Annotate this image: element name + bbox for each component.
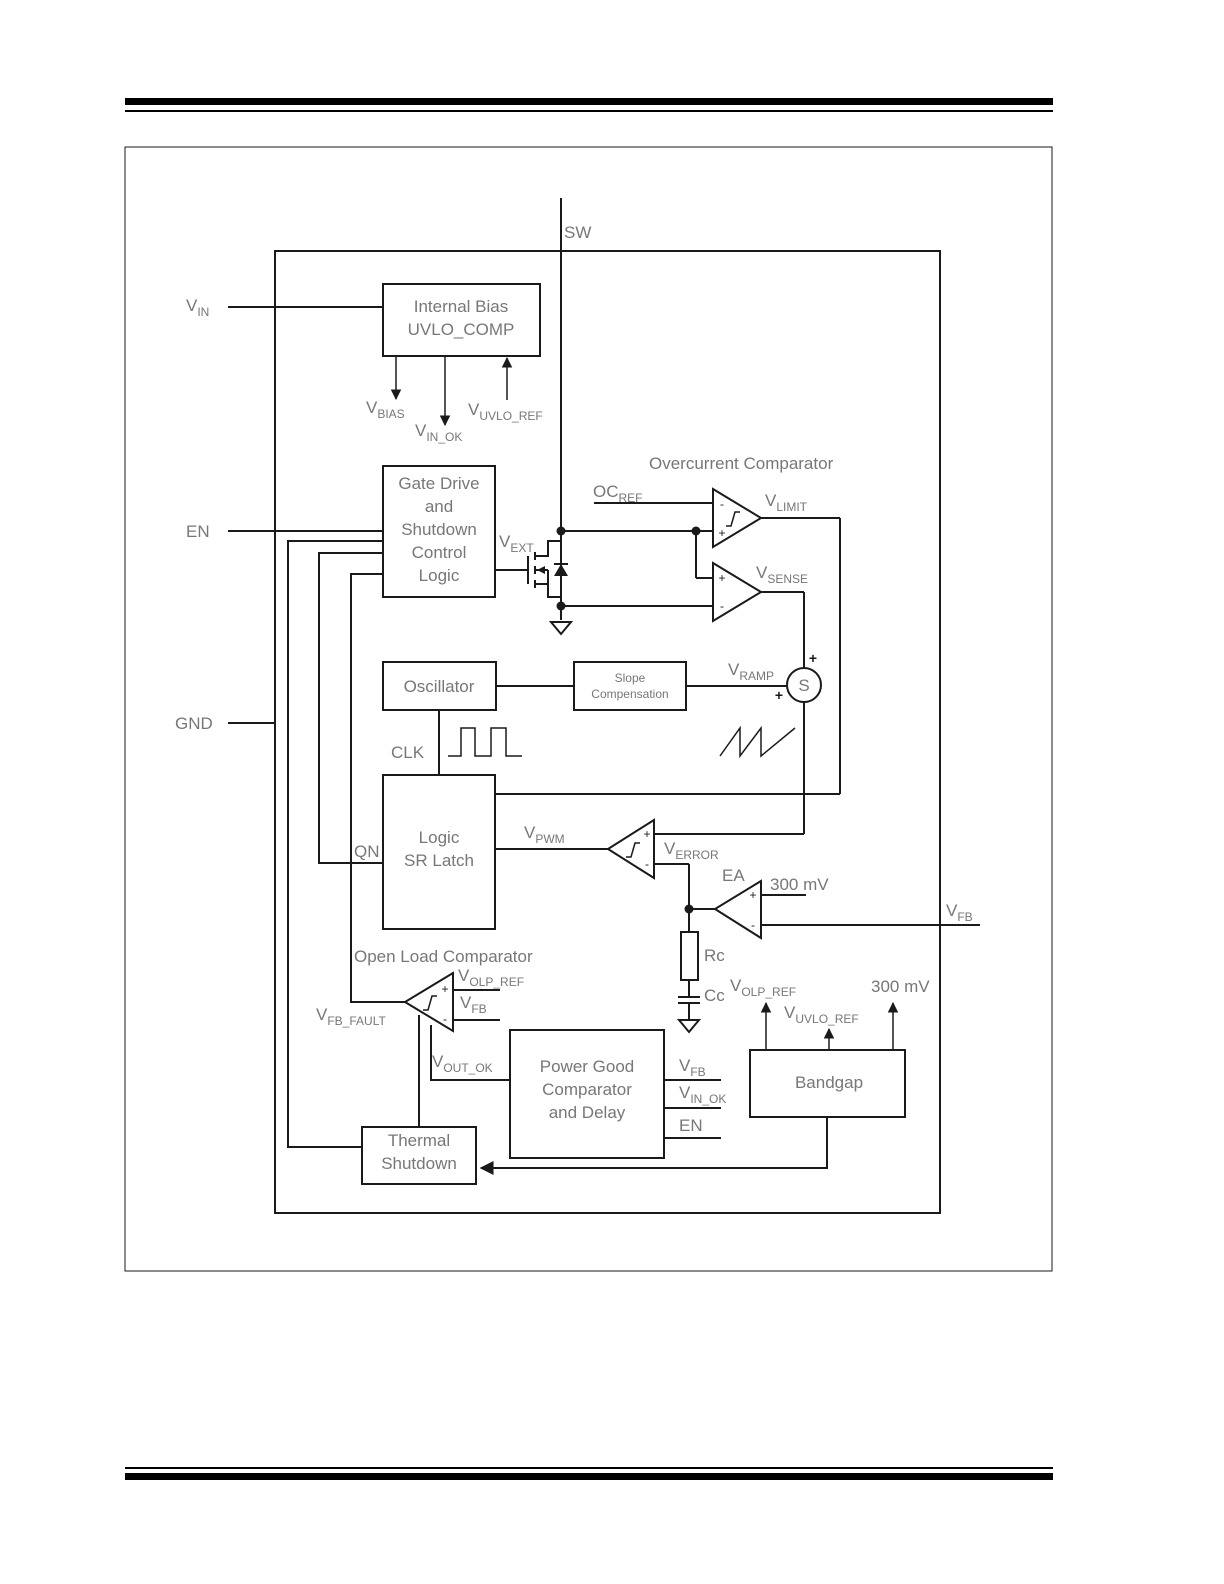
- verror-label: VERROR: [664, 839, 719, 862]
- pg-vin-ok-label: VIN_OK: [679, 1083, 726, 1106]
- bg-volp-ref-label: VOLP_REF: [730, 976, 796, 999]
- summer-node: S + +: [775, 650, 822, 703]
- vramp-label: VRAMP: [728, 660, 774, 683]
- vuvlo-ref-label: VUVLO_REF: [468, 400, 543, 423]
- vfb-pin-label: VFB: [946, 901, 973, 924]
- svg-text:-: -: [645, 857, 649, 871]
- vbias-label: VBIAS: [366, 398, 405, 421]
- olc-vfb-label: VFB: [460, 993, 487, 1016]
- svg-text:Slope: Slope: [615, 671, 646, 685]
- svg-text:Logic: Logic: [419, 828, 460, 847]
- clk-label: CLK: [391, 743, 425, 762]
- svg-text:Gate Drive: Gate Drive: [398, 474, 479, 493]
- svg-text:+: +: [809, 650, 817, 666]
- svg-text:+: +: [749, 888, 756, 902]
- svg-text:+: +: [775, 687, 783, 703]
- svg-text:+: +: [441, 982, 448, 996]
- vin-pin-label: VIN: [186, 296, 209, 319]
- vext-label: VEXT: [499, 532, 534, 555]
- pg-en-label: EN: [679, 1116, 703, 1135]
- oscillator-block: Oscillator: [382, 661, 497, 711]
- svg-text:-: -: [720, 497, 724, 511]
- svg-text:SR Latch: SR Latch: [404, 851, 474, 870]
- vout-ok-label: VOUT_OK: [432, 1052, 493, 1075]
- vfb-fault-label: VFB_FAULT: [316, 1005, 386, 1028]
- volp-ref-label: VOLP_REF: [458, 966, 524, 989]
- svg-text:Thermal: Thermal: [388, 1131, 450, 1150]
- open-load-comparator: + -: [403, 971, 454, 1033]
- svg-text:-: -: [751, 918, 755, 932]
- thermal-shutdown-block: Thermal Shutdown: [361, 1126, 477, 1185]
- error-amplifier: + -: [713, 879, 762, 940]
- wiring: [228, 198, 980, 1175]
- svg-text:-: -: [443, 1012, 447, 1026]
- en-pin-label: EN: [186, 522, 210, 541]
- svg-text:Internal Bias: Internal Bias: [414, 297, 509, 316]
- svg-text:Compensation: Compensation: [591, 687, 668, 701]
- svg-text:Comparator: Comparator: [542, 1080, 632, 1099]
- power-good-block: Power Good Comparator and Delay: [509, 1029, 665, 1159]
- capacitor-cc: [678, 996, 700, 1004]
- svg-text:Oscillator: Oscillator: [404, 677, 475, 696]
- rc-label: Rc: [704, 946, 725, 965]
- svg-text:+: +: [718, 526, 725, 540]
- ramp-waveform: [719, 725, 796, 759]
- bg-vuvlo-ref-label: VUVLO_REF: [784, 1003, 859, 1026]
- vin-ok-label: VIN_OK: [415, 421, 462, 444]
- svg-text:+: +: [718, 571, 725, 585]
- ground-symbol: [548, 621, 574, 636]
- svg-text:+: +: [643, 827, 650, 841]
- sw-pin-label: SW: [564, 223, 591, 242]
- svg-text:and: and: [425, 497, 453, 516]
- svg-text:Shutdown: Shutdown: [401, 520, 477, 539]
- slope-compensation-block: Slope Compensation: [573, 661, 687, 711]
- chip-boundary: [274, 250, 941, 1214]
- ground-symbol-cc: [676, 1019, 702, 1034]
- junctions: [556, 526, 701, 914]
- ea-ref-label: 300 mV: [770, 875, 829, 894]
- header-rule: [125, 98, 1053, 112]
- overcurrent-comparator: - +: [712, 487, 763, 549]
- vsense-label: VSENSE: [756, 563, 808, 586]
- internal-bias-block: Internal Bias UVLO_COMP: [382, 283, 541, 357]
- gnd-pin-label: GND: [175, 714, 213, 733]
- sense-amplifier: + -: [712, 561, 763, 623]
- svg-text:Shutdown: Shutdown: [381, 1154, 457, 1173]
- bandgap-block: Bandgap: [749, 1049, 906, 1118]
- pg-vfb-label: VFB: [679, 1056, 706, 1079]
- clock-waveform: [448, 727, 522, 757]
- svg-text:-: -: [720, 599, 724, 613]
- svg-text:Bandgap: Bandgap: [795, 1073, 863, 1092]
- pwm-comparator: + -: [606, 818, 655, 880]
- vlimit-label: VLIMIT: [765, 491, 808, 514]
- logic-sr-latch-block: Logic SR Latch: [382, 774, 496, 930]
- bg-300mv-label: 300 mV: [871, 977, 930, 996]
- overcurrent-title: Overcurrent Comparator: [649, 454, 834, 473]
- gate-drive-block: Gate Drive and Shutdown Control Logic: [382, 465, 496, 598]
- cc-label: Cc: [704, 986, 725, 1005]
- ocref-label: OCREF: [593, 482, 643, 505]
- mosfet-symbol: [527, 531, 568, 598]
- svg-text:Logic: Logic: [419, 566, 460, 585]
- ea-label: EA: [722, 866, 745, 885]
- vpwm-label: VPWM: [524, 823, 565, 846]
- svg-text:and Delay: and Delay: [549, 1103, 626, 1122]
- svg-text:Power Good: Power Good: [540, 1057, 635, 1076]
- svg-text:Control: Control: [412, 543, 467, 562]
- open-load-title: Open Load Comparator: [354, 947, 533, 966]
- qn-label: QN: [354, 842, 380, 861]
- resistor-rc: [680, 931, 699, 981]
- svg-text:S: S: [798, 676, 809, 695]
- figure-frame: [124, 146, 1053, 1272]
- svg-text:UVLO_COMP: UVLO_COMP: [408, 320, 515, 339]
- footer-rule: [125, 1467, 1053, 1480]
